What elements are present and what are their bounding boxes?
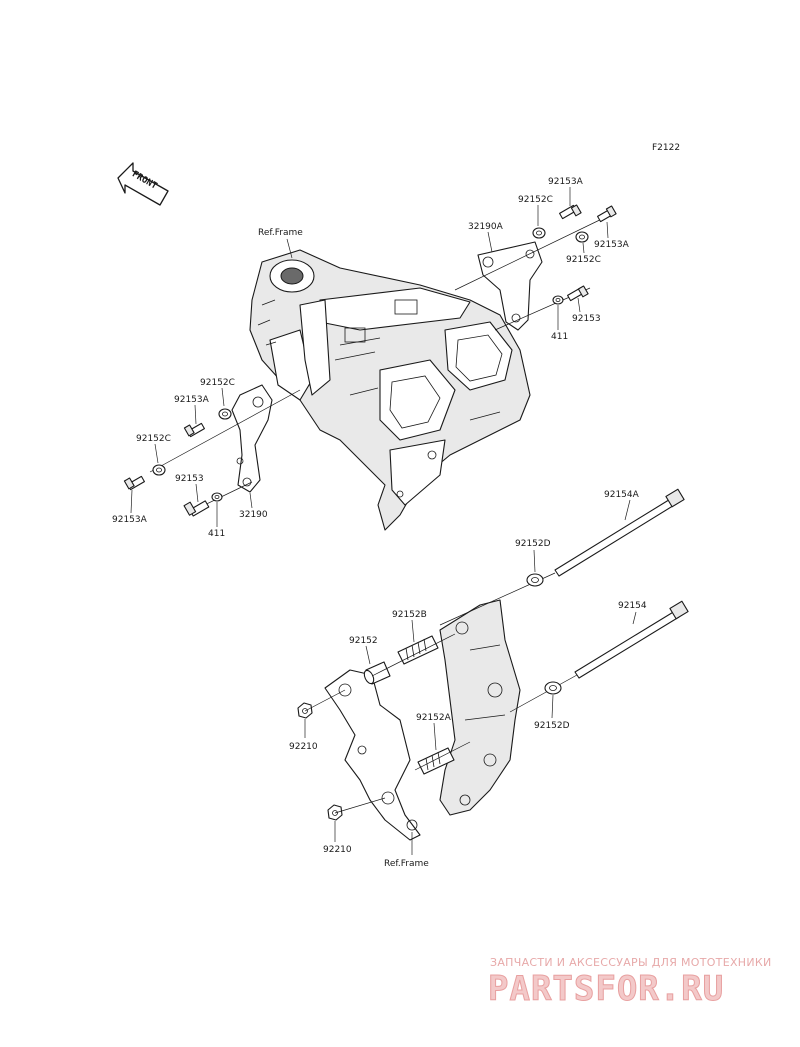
bolt-92153A-top [559, 204, 582, 220]
front-arrow-icon: FRONT [117, 162, 169, 206]
ref-frame-label-lower: Ref.Frame [384, 859, 429, 869]
label-411-left: 411 [208, 529, 225, 539]
bolt-92153-right [567, 285, 589, 302]
washer-92152D-top [526, 573, 544, 587]
label-92153-right: 92153 [572, 314, 601, 324]
watermark-logo: PARTSFOR.RU [488, 969, 724, 1009]
label-411-right: 411 [551, 332, 568, 342]
bracket-32190A [477, 241, 543, 331]
nut-92210-top [297, 702, 313, 719]
label-92152B: 92152B [392, 610, 427, 620]
label-92210-bottom: 92210 [323, 845, 352, 855]
main-frame [249, 249, 531, 531]
label-32190A: 32190A [468, 222, 504, 232]
label-92152A: 92152A [416, 713, 452, 723]
label-32190: 32190 [239, 510, 268, 520]
label-92152C-left2: 92152C [136, 434, 171, 444]
diagram-id: F2122 [652, 143, 680, 153]
label-92153A-left2: 92153A [112, 515, 148, 525]
watermark-tagline: ЗАПЧАСТИ И АКСЕССУАРЫ ДЛЯ МОТОТЕХНИКИ [490, 956, 772, 969]
ref-frame-label: Ref.Frame [258, 228, 303, 238]
washer-92152C-right [575, 231, 589, 243]
nut-92210-bottom [327, 804, 343, 821]
bolt-92153A-left1 [183, 422, 205, 438]
label-92152C-right: 92152C [566, 255, 601, 265]
engine-mount-plate-rear [439, 599, 521, 816]
label-92154A: 92154A [604, 490, 640, 500]
label-92152C-left1: 92152C [200, 378, 235, 388]
washer-92152D-bottom [544, 681, 562, 695]
label-92153-left: 92153 [175, 474, 204, 484]
label-92153A-left1: 92153A [174, 395, 210, 405]
collar-92152B [397, 635, 439, 665]
label-92154: 92154 [618, 601, 647, 611]
washer-411-left [211, 492, 223, 502]
label-92152: 92152 [349, 636, 378, 646]
bolt-92153-left [183, 500, 210, 517]
bracket-32190 [231, 384, 273, 493]
label-92153A-top: 92153A [548, 177, 584, 187]
bolt-92154 [574, 600, 689, 679]
washer-411-right [552, 295, 564, 305]
washer-92152C-left1 [218, 408, 232, 420]
bolt-92154A [554, 488, 685, 577]
bolt-92153A-right [597, 205, 617, 223]
label-92152C-top: 92152C [518, 195, 553, 205]
engine-mount-plate-front [324, 669, 421, 841]
bolt-92153A-left2 [123, 475, 145, 491]
label-92153A-right: 92153A [594, 240, 630, 250]
label-92152D-bottom: 92152D [534, 721, 570, 731]
washer-92152C-left2 [152, 464, 166, 476]
washer-92152C-top [532, 227, 546, 239]
label-92152D-top: 92152D [515, 539, 551, 549]
label-92210-top: 92210 [289, 742, 318, 752]
